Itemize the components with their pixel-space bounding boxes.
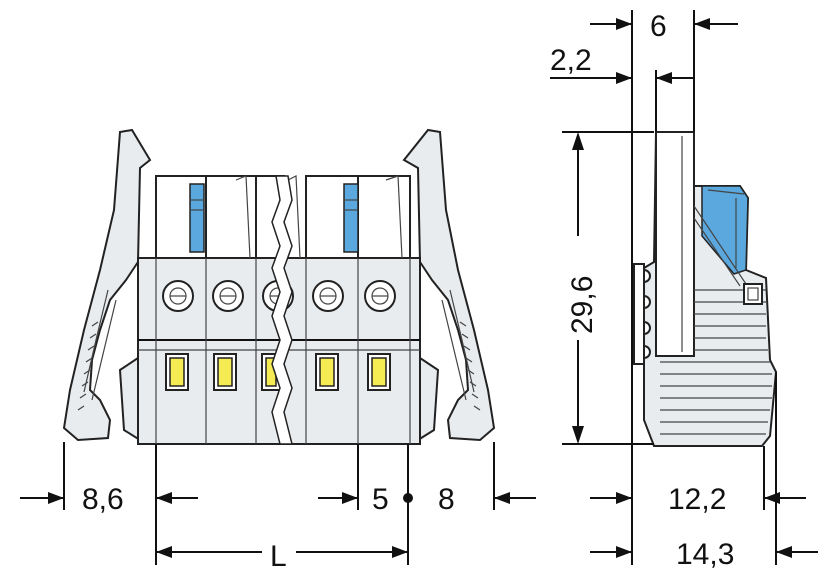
side-top-tower xyxy=(655,131,695,357)
side-ribs xyxy=(660,289,772,435)
front-dimensions xyxy=(20,442,536,565)
side-view xyxy=(633,131,778,447)
front-view xyxy=(62,128,496,445)
dim-side-depth: 12,2 xyxy=(668,483,726,516)
release-button-1 xyxy=(189,183,205,253)
dim-length: L xyxy=(270,540,287,573)
pole-top-5 xyxy=(357,175,411,259)
right-locking-lever xyxy=(402,128,496,442)
dim-right-offset: 8 xyxy=(438,483,455,516)
dim-height: 29,6 xyxy=(566,276,599,334)
side-test-window xyxy=(743,283,763,305)
release-button-2 xyxy=(343,183,359,253)
left-locking-lever xyxy=(62,128,152,442)
dim-top-width: 6 xyxy=(650,10,667,43)
pole-top-2 xyxy=(205,175,257,259)
dim-side-total: 14,3 xyxy=(676,538,734,571)
dim-left-offset: 8,6 xyxy=(82,483,124,516)
side-dimensions xyxy=(550,10,818,565)
dim-top-offset: 2,2 xyxy=(550,44,592,77)
break-line xyxy=(271,175,293,445)
dim-pitch: 5 xyxy=(372,483,389,516)
